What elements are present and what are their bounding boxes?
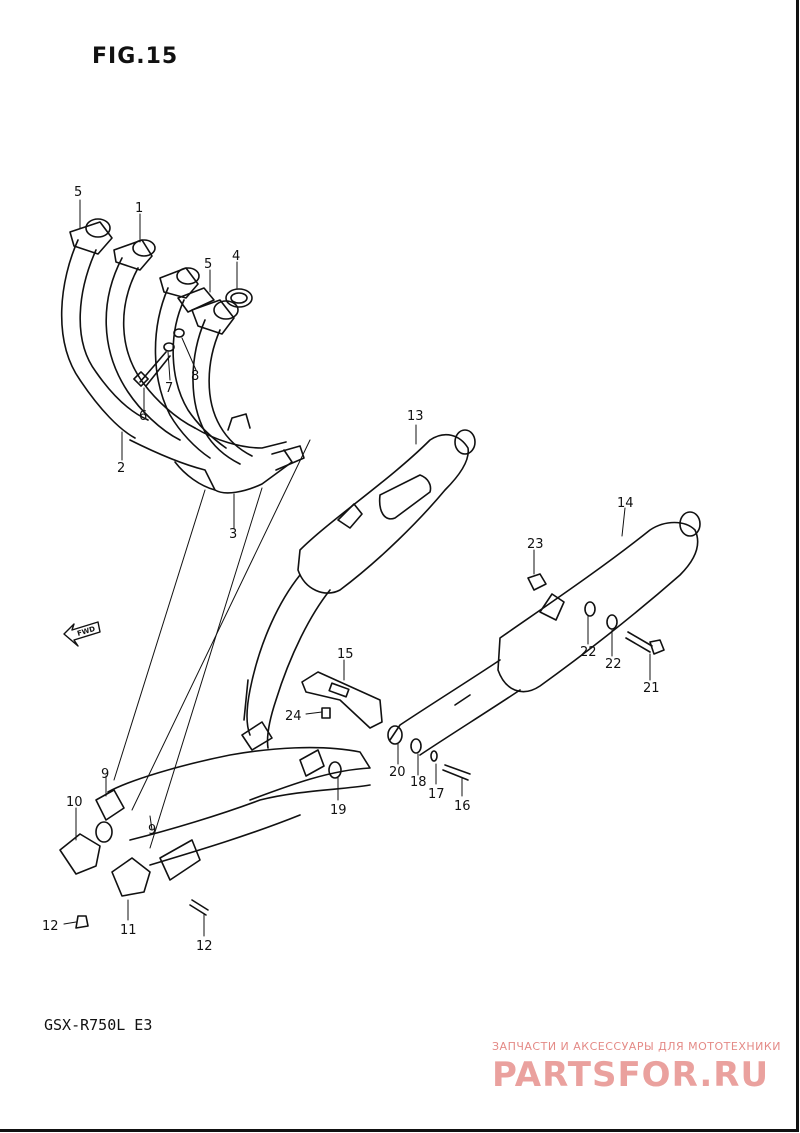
bracket-and-hardware xyxy=(301,671,471,781)
callout-7: 7 xyxy=(165,381,173,396)
callout-20: 20 xyxy=(389,765,406,780)
callout-9a: 9 xyxy=(101,767,109,782)
callout-22a: 22 xyxy=(580,645,597,660)
fwd-arrow-icon: FWD xyxy=(63,621,101,647)
callout-3: 3 xyxy=(229,527,237,542)
exhaust-header-pipes xyxy=(60,218,305,494)
callout-1: 1 xyxy=(135,201,143,216)
callout-17: 17 xyxy=(428,787,445,802)
muffler-left xyxy=(241,429,476,751)
callout-14: 14 xyxy=(617,496,634,511)
callout-8: 8 xyxy=(191,369,199,384)
callout-5b: 5 xyxy=(204,257,212,272)
callout-5a: 5 xyxy=(74,185,82,200)
callout-22b: 22 xyxy=(605,657,622,672)
callout-labels: 5 1 5 4 7 8 6 2 3 13 14 23 15 22 22 21 2… xyxy=(42,185,660,954)
callout-10: 10 xyxy=(66,795,83,810)
callout-16: 16 xyxy=(454,799,471,814)
callout-18: 18 xyxy=(410,775,427,790)
watermark-logo-text: PARTSFOR.RU xyxy=(492,1055,769,1094)
watermark-caption: ЗАПЧАСТИ И АКСЕССУАРЫ ДЛЯ МОТОТЕХНИКИ xyxy=(492,1040,781,1053)
callout-13: 13 xyxy=(407,409,424,424)
callout-21: 21 xyxy=(643,681,660,696)
callout-23: 23 xyxy=(527,537,544,552)
callout-4: 4 xyxy=(232,249,240,264)
callout-12a: 12 xyxy=(196,939,213,954)
callout-9b: 9 xyxy=(148,823,156,838)
lower-collector xyxy=(59,746,371,929)
assembly-lines xyxy=(113,439,311,849)
callout-6: 6 xyxy=(139,409,147,424)
callout-15: 15 xyxy=(337,647,354,662)
callout-24: 24 xyxy=(285,709,302,724)
callout-leaders xyxy=(63,199,651,937)
watermark-logo: PARTSFOR.RU xyxy=(492,1055,769,1094)
callout-12b: 12 xyxy=(42,919,59,934)
figure-label: FIG.15 xyxy=(92,44,179,69)
muffler-right xyxy=(389,511,701,756)
model-code: GSX-R750L E3 xyxy=(44,1016,153,1034)
callout-11: 11 xyxy=(120,923,137,938)
callout-2: 2 xyxy=(117,461,125,476)
callout-19: 19 xyxy=(330,803,347,818)
